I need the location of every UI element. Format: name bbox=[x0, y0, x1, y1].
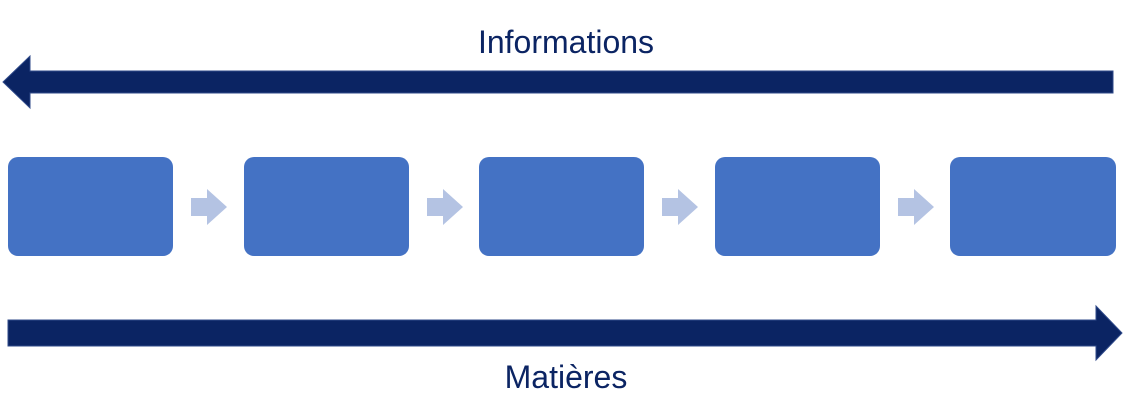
process-step-box-2 bbox=[244, 157, 409, 256]
step-connector-arrow-1 bbox=[191, 189, 227, 225]
process-step-box-3 bbox=[479, 157, 644, 256]
process-step-box-5 bbox=[950, 157, 1116, 256]
process-step-box-4 bbox=[715, 157, 880, 256]
information-flow-label: Informations bbox=[477, 24, 655, 60]
information-flow-arrow bbox=[2, 54, 1114, 110]
materials-flow-label: Matières bbox=[504, 359, 628, 395]
process-step-box-1 bbox=[8, 157, 173, 256]
step-connector-arrow-4 bbox=[898, 189, 934, 225]
step-connector-arrow-3 bbox=[662, 189, 698, 225]
materials-flow-arrow bbox=[7, 304, 1123, 362]
step-connector-arrow-2 bbox=[427, 189, 463, 225]
